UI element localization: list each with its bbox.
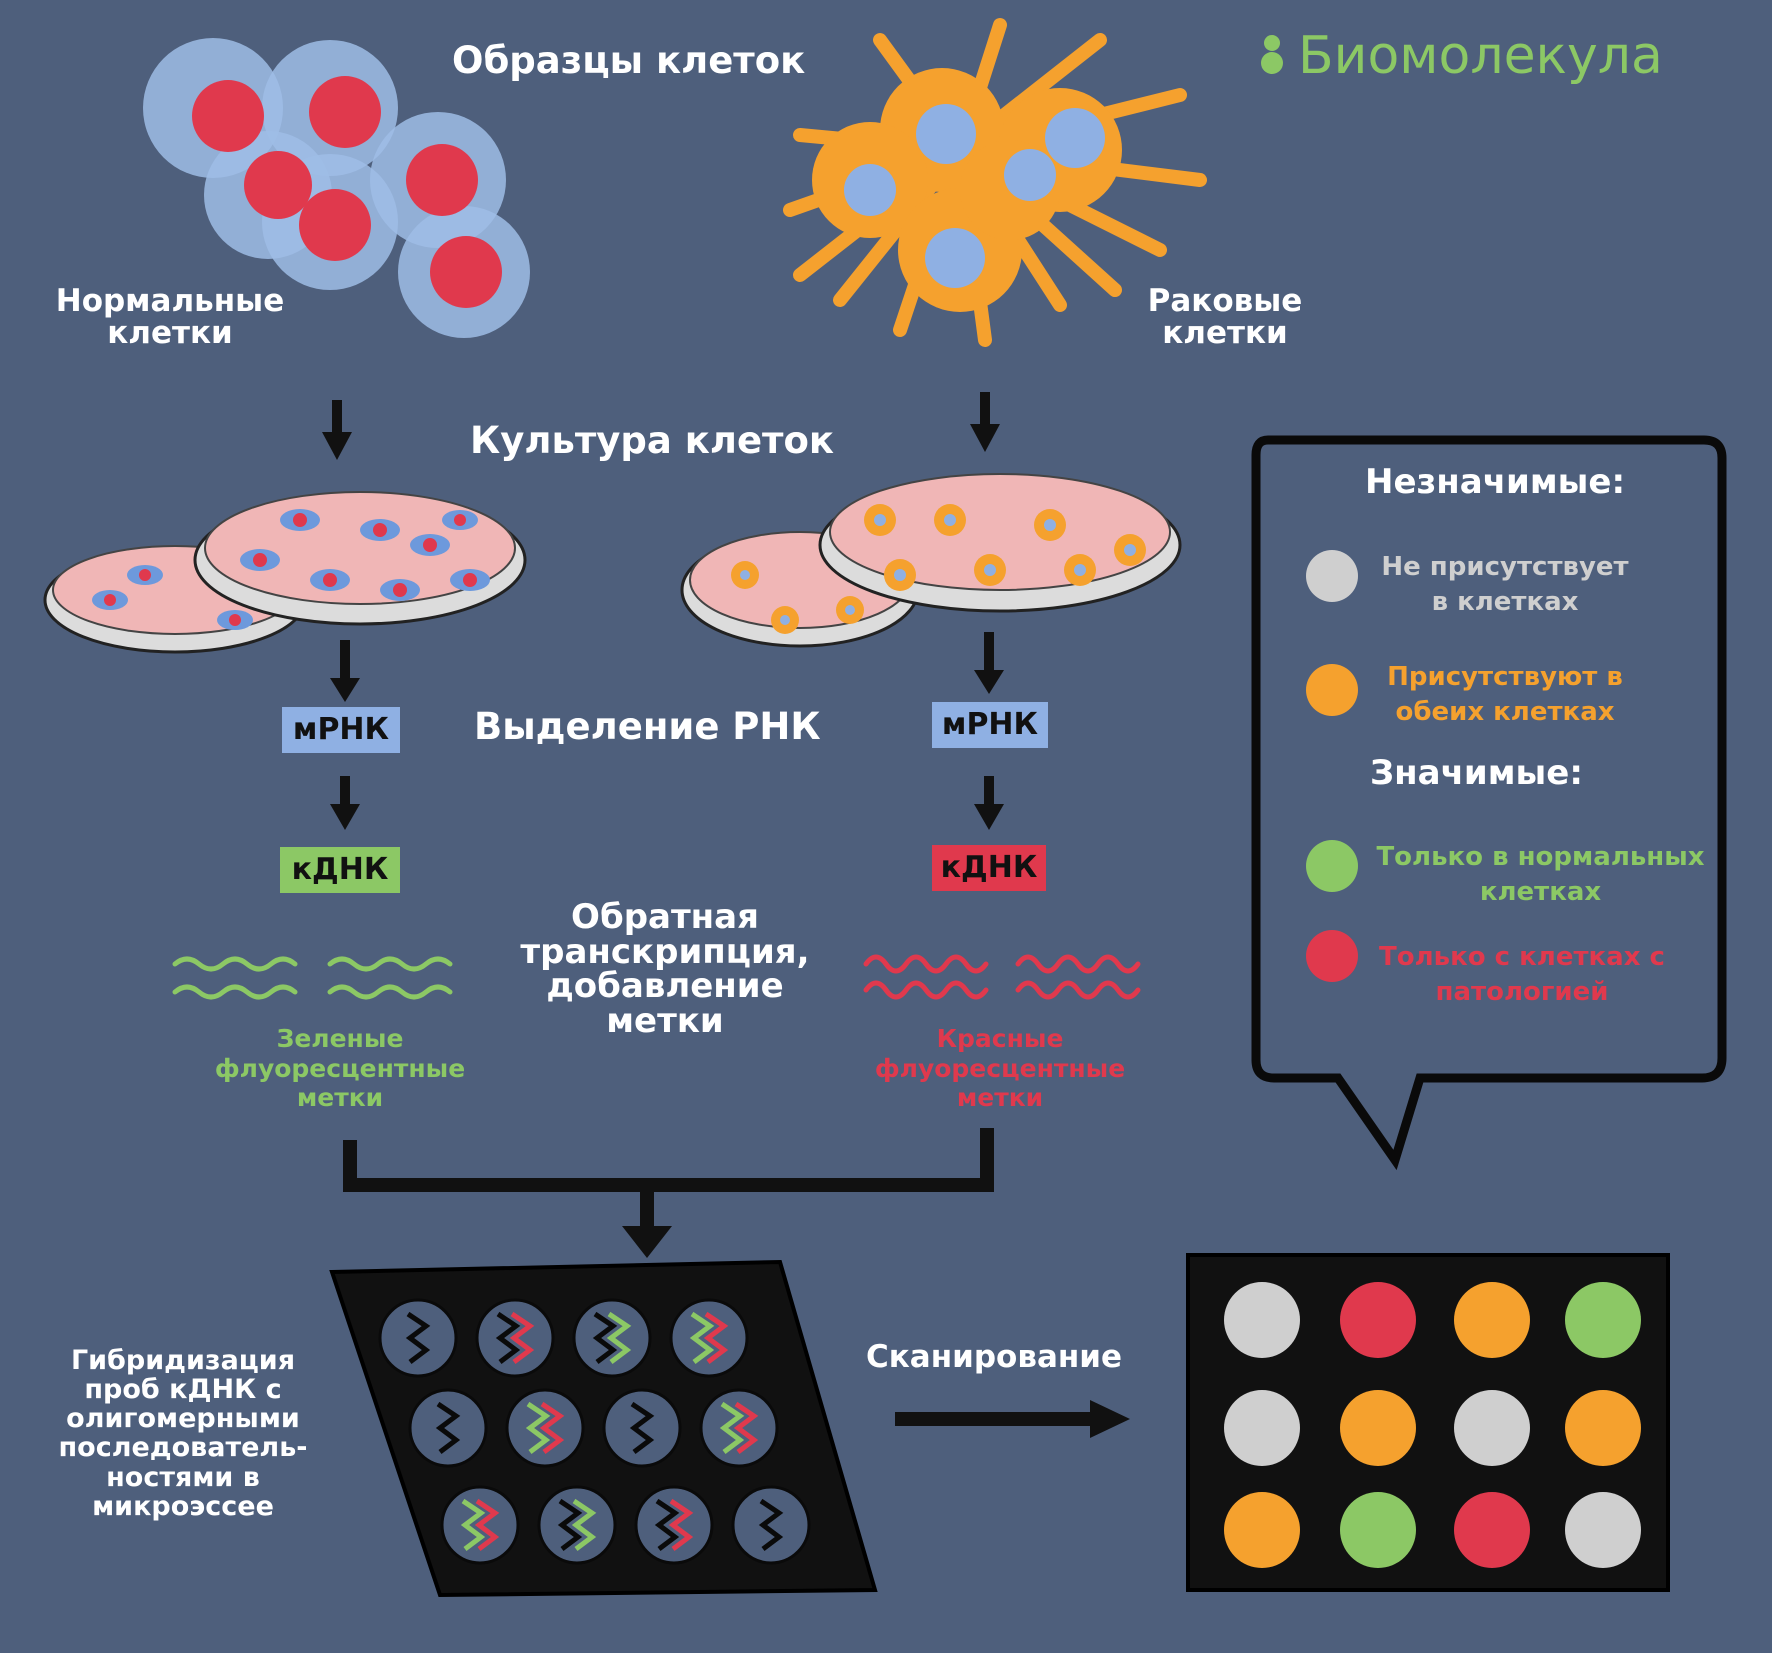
mrna-tag-left: мРНК	[282, 707, 400, 753]
arrow-scan	[895, 1400, 1130, 1438]
red-probe-label: Красные флуоресцентные метки	[874, 1024, 1126, 1112]
normal-culture-dishes	[43, 491, 527, 654]
microarray-well	[731, 1485, 811, 1565]
legend-dot	[1306, 840, 1358, 892]
scan-spot-green	[1565, 1282, 1641, 1358]
cancer-cells-label: Раковые клетки	[1147, 283, 1303, 351]
microarray-well	[699, 1388, 779, 1468]
scan-spot-green	[1340, 1492, 1416, 1568]
legend-dot	[1306, 664, 1358, 716]
microarray-well	[475, 1298, 555, 1378]
scan-spot-grey	[1224, 1282, 1300, 1358]
microarray-well	[602, 1388, 682, 1468]
arrow-mrna-to-cdna-left	[330, 776, 360, 830]
normal-cells-label: Нормальные клетки	[55, 283, 285, 351]
arrow-dish-to-mrna-right	[974, 632, 1004, 694]
legend-insignificant-title: Незначимые:	[1365, 462, 1626, 502]
logo-text: Биомолекула	[1298, 26, 1663, 86]
cdna-tag-left: кДНК	[280, 847, 400, 893]
rna-extraction-label: Выделение РНК	[474, 705, 821, 748]
legend-bubble	[1251, 435, 1727, 1171]
red-probe-waves	[863, 954, 1141, 1000]
legend-item-both: Присутствуют в обеих клетках	[1387, 662, 1623, 728]
legend-item-absent: Не присутствует в клетках	[1381, 552, 1629, 618]
scan-spot-orange	[1224, 1492, 1300, 1568]
microarray-well	[505, 1388, 585, 1468]
arrow-cancer-to-culture	[970, 392, 1000, 452]
scan-spot-grey	[1454, 1390, 1530, 1466]
cancer-culture-dishes	[680, 473, 1182, 648]
normal-cells-illustration	[143, 38, 530, 338]
legend-dot	[1306, 550, 1358, 602]
legend-item-pathology-only: Только с клетках с патологией	[1379, 942, 1665, 1008]
scan-spot-orange	[1565, 1390, 1641, 1466]
scan-spot-red	[1340, 1282, 1416, 1358]
scan-spot-red	[1454, 1492, 1530, 1568]
microarray-well	[669, 1298, 749, 1378]
microarray-well	[634, 1485, 714, 1565]
merge-connector	[343, 1128, 994, 1258]
arrow-normal-to-culture	[322, 400, 352, 460]
arrow-mrna-to-cdna-right	[974, 776, 1004, 830]
legend-significant-title: Значимые:	[1370, 753, 1583, 793]
microarray-well	[378, 1298, 458, 1378]
green-probe-waves	[172, 956, 453, 1000]
microarray-well	[440, 1485, 520, 1565]
microarray-wells	[378, 1298, 811, 1565]
cdna-tag-right: кДНК	[932, 845, 1046, 891]
scan-result-dots	[1224, 1282, 1641, 1568]
microarray-well	[537, 1485, 617, 1565]
hybridization-label: Гибридизация проб кДНК с олигомерными по…	[58, 1345, 308, 1522]
green-probe-label: Зеленые флуоресцентные метки	[214, 1024, 466, 1112]
scan-spot-orange	[1340, 1390, 1416, 1466]
mrna-tag-right: мРНК	[932, 702, 1048, 748]
scanning-label: Сканирование	[866, 1339, 1123, 1375]
legend-item-normal-only: Только в нормальных клетках	[1376, 842, 1705, 908]
scan-spot-grey	[1224, 1390, 1300, 1466]
scan-spot-orange	[1454, 1282, 1530, 1358]
legend-dot	[1306, 930, 1358, 982]
flow-arrows	[322, 392, 1130, 1438]
reverse-transcription-label: Обратная транскрипция, добавление метки	[520, 897, 810, 1042]
culture-step-label: Культура клеток	[470, 419, 835, 462]
microarray-well	[408, 1388, 488, 1468]
legend-dots	[1306, 550, 1358, 982]
microarray-well	[572, 1298, 652, 1378]
logo-icon	[1261, 35, 1283, 74]
cancer-cells-illustration	[783, 18, 1207, 347]
arrow-dish-to-mrna-left	[330, 640, 360, 702]
scan-spot-grey	[1565, 1492, 1641, 1568]
samples-title: Образцы клеток	[452, 39, 806, 82]
